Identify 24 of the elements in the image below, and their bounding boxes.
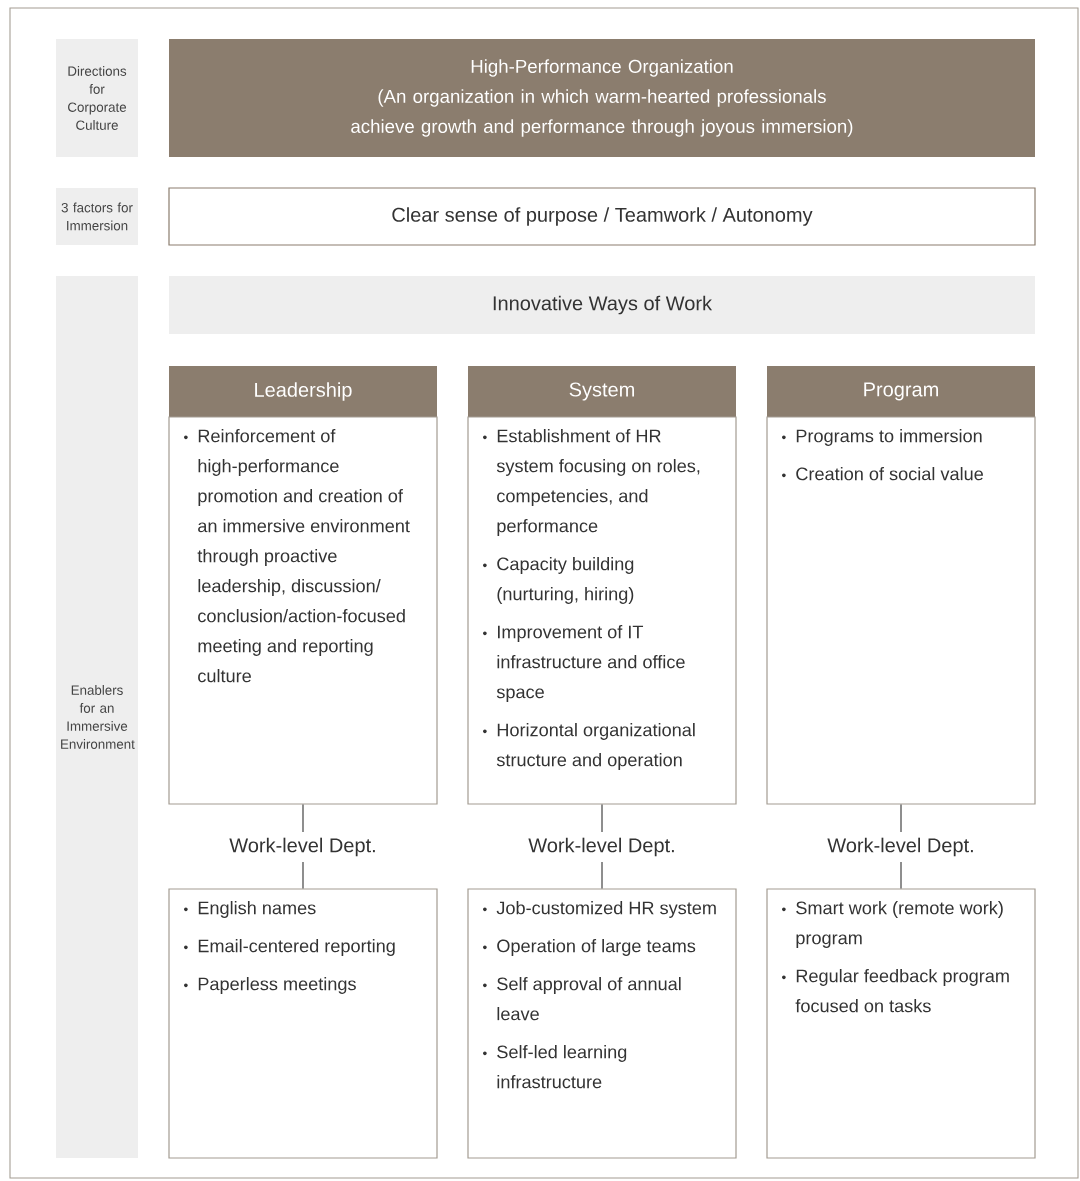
bullet-list-box: Smart work (remote work) program Regular feedback program focused on tasks <box>766 888 1036 1159</box>
connector-line <box>302 861 304 889</box>
row-label: Directions for Corporate Culture <box>56 39 138 157</box>
connector-line <box>601 804 603 833</box>
connector-line <box>900 804 902 833</box>
dept-label: Work-level Dept. <box>229 837 375 857</box>
connector-line <box>900 861 902 889</box>
connector-line <box>302 804 304 833</box>
bullet-list-box: Reinforcement of high-performance promotion and creation of an immersive environment through proactive leadership, discussion/ conclusion/action-focused meeting and reporting culture <box>168 416 438 805</box>
dept-label: Work-level Dept. <box>528 837 674 857</box>
connector-line <box>601 861 603 889</box>
bullet-list-box: Establishment of HR system focusing on roles, competencies, and performance Capacity building (nurturing, hiring) Improvement of IT infrastructure and office space Horizontal organizational structure and operation <box>467 416 737 805</box>
dept-label: Work-level Dept. <box>827 837 973 857</box>
bullet-list-box: Programs to immersion Creation of social value <box>766 416 1036 805</box>
column-header: System <box>468 366 736 417</box>
row-label: Enablers for an Immersive Environment <box>56 276 138 1158</box>
bullet-list-box: Job-customized HR system Operation of large teams Self approval of annual leave Self-led learning infrastructure <box>467 888 737 1159</box>
factor-box: Clear sense of purpose / Teamwork / Autonomy <box>168 187 1036 246</box>
banner-box: High-Performance Organization (An organization in which warm-hearted professionals achieve growth and performance through joyous immersion) <box>169 39 1035 157</box>
bullet-list-box: English names Email-centered reporting Paperless meetings <box>168 888 438 1159</box>
column-header: Leadership <box>169 366 437 417</box>
column-header: Program <box>767 366 1035 417</box>
row-label: 3 factors for Immersion <box>56 188 138 245</box>
band-box: Innovative Ways of Work <box>169 276 1035 334</box>
